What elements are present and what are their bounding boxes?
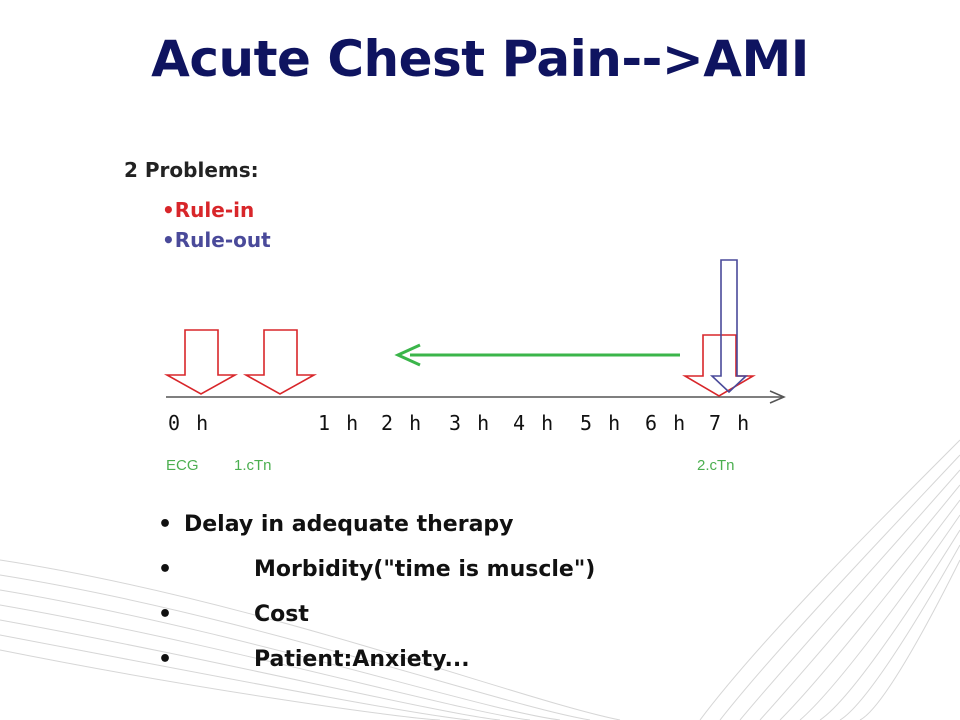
bullet-text: Patient:Anxiety... <box>254 647 470 672</box>
red-down-arrow-icon <box>163 329 239 395</box>
bullet-text: Cost <box>254 602 309 627</box>
tick-label: 0 h <box>168 411 210 435</box>
tick-label: 2 h <box>381 411 423 435</box>
tick-label: 4 h <box>513 411 555 435</box>
bullet-text: Delay in adequate therapy <box>184 512 514 537</box>
bullet-text: Morbidity("time is muscle") <box>254 557 596 582</box>
problems-heading: 2 Problems: <box>124 158 259 182</box>
green-left-arrow-icon <box>394 343 421 367</box>
problem-rule-out: •Rule-out <box>162 228 271 252</box>
tick-label: 6 h <box>645 411 687 435</box>
marker-first-ctn: 1.cTn <box>234 457 272 474</box>
bullet-dot: • <box>158 647 173 672</box>
tick-label: 7 h <box>709 411 751 435</box>
marker-ecg: ECG <box>166 457 199 474</box>
blue-down-arrow-icon <box>709 259 749 394</box>
tick-label: 3 h <box>449 411 491 435</box>
bullet-dot: • <box>158 557 173 582</box>
problem-rule-in: •Rule-in <box>162 198 255 222</box>
red-down-arrow-icon <box>242 329 318 395</box>
bullet-dot: • <box>158 602 173 627</box>
red-down-arrow-icon <box>682 334 756 397</box>
marker-second-ctn: 2.cTn <box>697 457 735 474</box>
tick-label: 5 h <box>580 411 622 435</box>
tick-label: 1 h <box>318 411 360 435</box>
bullet-dot: • <box>158 512 173 537</box>
axis-arrowhead-icon <box>769 390 786 404</box>
slide-title: Acute Chest Pain-->AMI <box>151 30 809 88</box>
